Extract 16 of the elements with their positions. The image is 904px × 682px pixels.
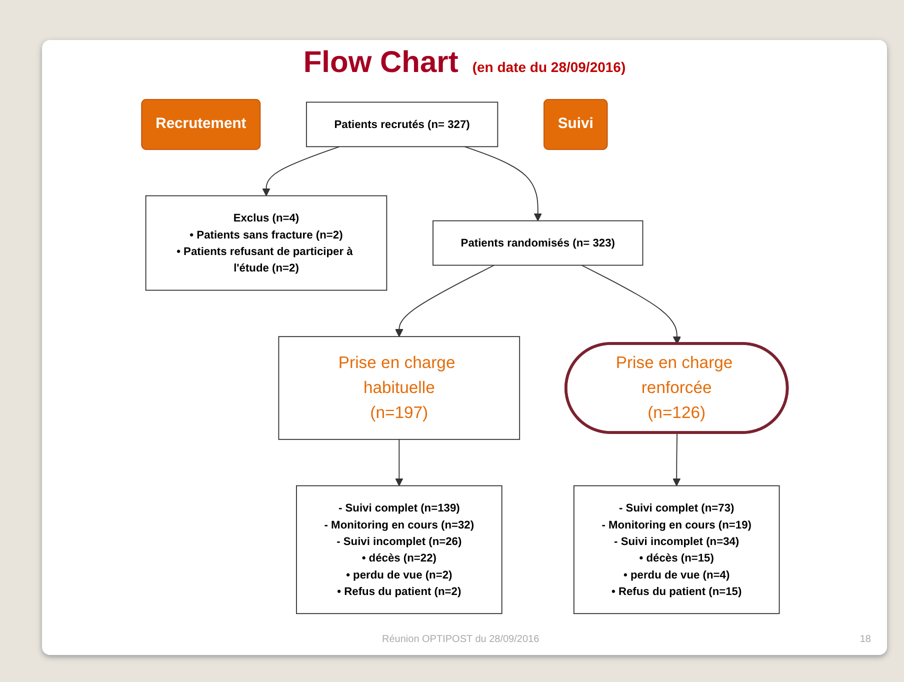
subtitle: (en date du 28/09/2016) <box>472 59 626 75</box>
title: Flow Chart <box>303 46 458 79</box>
arrow <box>395 264 495 337</box>
node-box: - Suivi complet (n=73) - Monitoring en cours (n=19) - Suivi incomplet (n=34) • décès (n=15) • perdu de vue (n=4) • Refus du patient (n=15) <box>573 485 780 614</box>
arrow <box>262 146 340 196</box>
footer-text: Réunion OPTIPOST du 28/09/2016 <box>382 634 540 645</box>
node-box: Patients randomisés (n= 323) <box>432 220 644 266</box>
arrow <box>395 438 404 486</box>
node-box: - Suivi complet (n=139) - Monitoring en cours (n=32) - Suivi incomplet (n=26) • décès (n=22) • perdu de vue (n=2) • Refus du patient (n=2) <box>296 485 502 614</box>
node-box: Exclus (n=4) • Patients sans fracture (n=2) • Patients refusant de participer à l'étude (n=2) <box>145 195 388 291</box>
arrow <box>581 264 682 344</box>
arrow <box>464 146 542 222</box>
arrow <box>672 432 681 486</box>
node-box: Prise en charge habituelle (n=197) <box>278 336 520 440</box>
page-number: 18 <box>860 634 871 645</box>
node-box: Patients recrutés (n= 327) <box>306 102 498 148</box>
